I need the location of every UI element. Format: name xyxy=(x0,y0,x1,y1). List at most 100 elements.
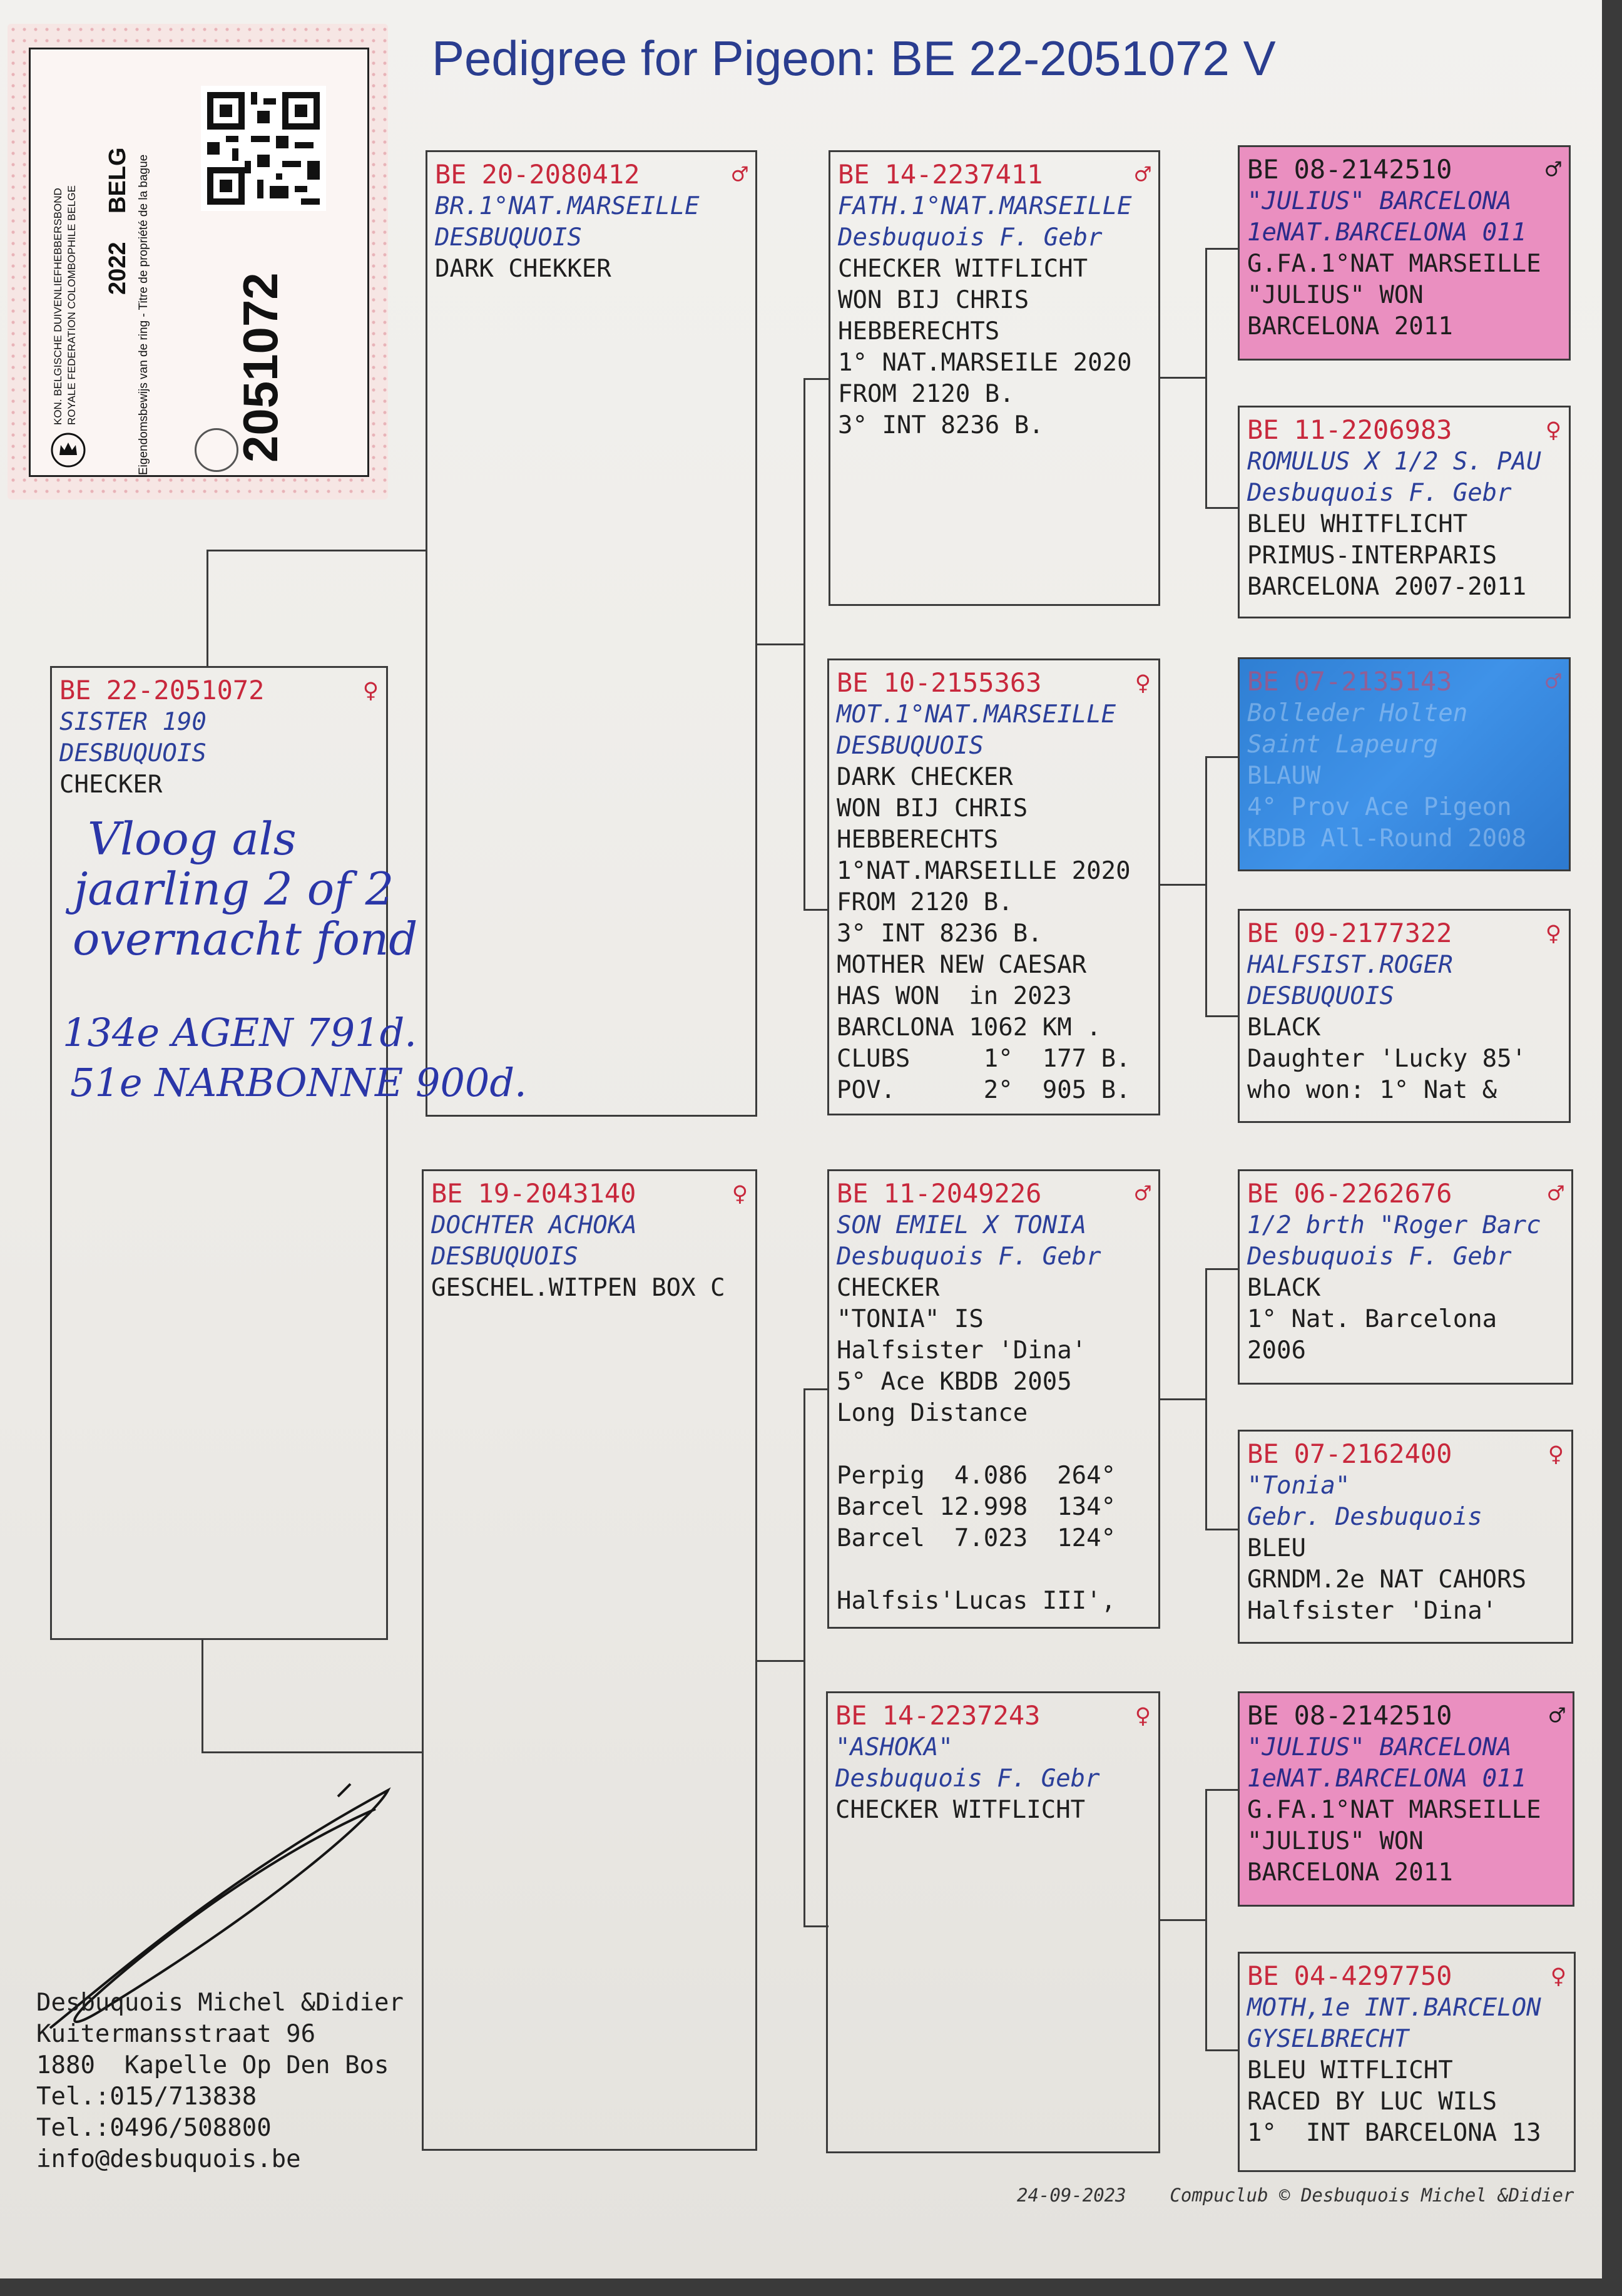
pigeon-info-line xyxy=(837,1429,1151,1460)
ring-country: BE xyxy=(435,159,467,190)
connector-line xyxy=(207,550,426,551)
breeder-street: Kuitermansstraat 96 xyxy=(36,2020,316,2048)
pigeon-name: ROMULUS X 1/2 S. PAU xyxy=(1247,448,1541,476)
ring-country: BE xyxy=(837,1178,869,1209)
pigeon-info-line: GRNDM.2e NAT CAHORS xyxy=(1247,1566,1527,1594)
pigeon-info-line: HEBBERECHTS xyxy=(837,826,999,854)
female-icon: ♀ xyxy=(362,675,379,705)
signature-icon xyxy=(49,1783,391,2029)
connector-line xyxy=(1159,1919,1206,1921)
pigeon-breeder: DESBUQUOIS xyxy=(1247,982,1394,1010)
male-icon: ♂ xyxy=(1549,1700,1565,1731)
ring-number: 08-2142510 xyxy=(1293,1700,1452,1731)
pigeon-info-line: 4° Prov Ace Pigeon xyxy=(1247,793,1512,821)
pigeon-name: 1/2 brth "Roger Barc xyxy=(1247,1211,1541,1239)
pigeon-info-line: BARCELONA 2011 xyxy=(1247,312,1453,341)
pigeon-name: "JULIUS" BARCELONA xyxy=(1247,187,1512,215)
pigeon-info-line: Barcel 7.023 124° xyxy=(837,1524,1116,1552)
page-title: Pedigree for Pigeon: BE 22-2051072 V xyxy=(432,31,1276,86)
pigeon-name: FATH.1°NAT.MARSEILLE xyxy=(838,192,1132,220)
connector-line xyxy=(1159,884,1206,886)
male-icon: ♂ xyxy=(1545,666,1561,697)
ring-country: BE xyxy=(431,1178,463,1209)
pigeon-breeder: Gebr. Desbuquois xyxy=(1247,1503,1482,1531)
connector-line xyxy=(1205,2049,1238,2051)
pigeon-breeder: Desbuquois F. Gebr xyxy=(837,1243,1101,1271)
ring-country: BE xyxy=(1247,1178,1279,1209)
print-footer: 24-09-2023 Compuclub © Desbuquois Michel… xyxy=(1017,2185,1574,2206)
pigeon-name: SON EMIEL X TONIA xyxy=(837,1211,1087,1239)
ring-number: 07-2162400 xyxy=(1293,1438,1452,1469)
handwritten-note-line: overnacht fond xyxy=(73,913,418,965)
pigeon-info-line: 5° Ace KBDB 2005 xyxy=(837,1368,1072,1396)
breeder-name: Desbuquois Michel &Didier xyxy=(36,1989,404,2017)
pigeon-info-line: CLUBS 1° 177 B. xyxy=(837,1045,1131,1073)
pigeon-breeder: Desbuquois F. Gebr xyxy=(1247,479,1512,507)
pigeon-info-line: HEBBERECHTS xyxy=(838,317,1000,346)
pedigree-sheet: Pedigree for Pigeon: BE 22-2051072 V 205… xyxy=(0,0,1602,2278)
ring-number: 04-4297750 xyxy=(1293,1960,1452,1991)
connector-line xyxy=(1205,507,1238,509)
pigeon-name: "Tonia" xyxy=(1247,1472,1350,1500)
ring-country: BE xyxy=(1247,154,1279,185)
pigeon-name: SISTER 190 xyxy=(59,708,207,736)
pigeon-info-line: 1° NAT.MARSEILE 2020 xyxy=(838,349,1132,377)
crown-icon xyxy=(51,433,86,468)
connector-line xyxy=(1205,1268,1207,1530)
pigeon-info-line: who won: 1° Nat & xyxy=(1247,1076,1497,1104)
ring-number: 10-2155363 xyxy=(883,667,1042,698)
ring-ownership-tag: 2051072 2022 BELG KON. BELGISCHE DUIVENL… xyxy=(8,24,388,500)
connector-line xyxy=(803,378,805,910)
ring-tag-federation-fr: ROYALE FEDERATION COLOMBOPHILE BELGE xyxy=(66,185,78,425)
male-icon: ♂ xyxy=(1545,154,1561,185)
ring-country: BE xyxy=(835,1700,867,1731)
ring-number: 22-2051072 xyxy=(106,675,265,705)
ring-country: BE xyxy=(1247,1960,1279,1991)
handwritten-note-line: jaarling 2 of 2 xyxy=(74,863,394,915)
ring-country: BE xyxy=(1247,918,1279,948)
pigeon-info-line: WON BIJ CHRIS xyxy=(837,794,1028,823)
ring-tag-country: BELG xyxy=(105,147,131,213)
pigeon-info-line: 3° INT 8236 B. xyxy=(837,920,1043,948)
pigeon-info-line: CHECKER xyxy=(59,771,163,799)
pigeon-breeder: 1eNAT.BARCELONA 011 xyxy=(1247,1765,1527,1793)
pigeon-name: MOT.1°NAT.MARSEILLE xyxy=(837,700,1116,729)
breeder-city: 1880 Kapelle Op Den Bos xyxy=(36,2051,389,2079)
ring-number: 11-2206983 xyxy=(1293,414,1452,445)
pigeon-info-line: 1° Nat. Barcelona xyxy=(1247,1305,1497,1333)
connector-line xyxy=(1205,248,1238,250)
pigeon-name: HALFSIST.ROGER xyxy=(1247,951,1453,979)
connector-line xyxy=(1205,1015,1238,1017)
pigeon-info-line: BLACK xyxy=(1247,1274,1321,1302)
pigeon-info-line: CHECKER xyxy=(837,1274,940,1302)
connector-line xyxy=(756,1660,805,1662)
pigeon-name: DOCHTER ACHOKA xyxy=(431,1211,637,1239)
ring-number: 08-2142510 xyxy=(1293,154,1452,185)
ring-number: 11-2049226 xyxy=(883,1178,1042,1209)
breeder-mobile: Tel.:0496/508800 xyxy=(36,2114,272,2142)
pigeon-info-line: PRIMUS-INTERPARIS xyxy=(1247,541,1497,570)
pigeon-breeder: DESBUQUOIS xyxy=(837,732,984,760)
pigeon-info-line: Halfsis'Lucas III', xyxy=(837,1587,1116,1615)
pigeon-info-line: WON BIJ CHRIS xyxy=(838,286,1029,314)
connector-line xyxy=(1205,248,1207,508)
connector-line xyxy=(1159,1398,1206,1400)
pigeon-info-line: BLACK xyxy=(1247,1013,1321,1042)
